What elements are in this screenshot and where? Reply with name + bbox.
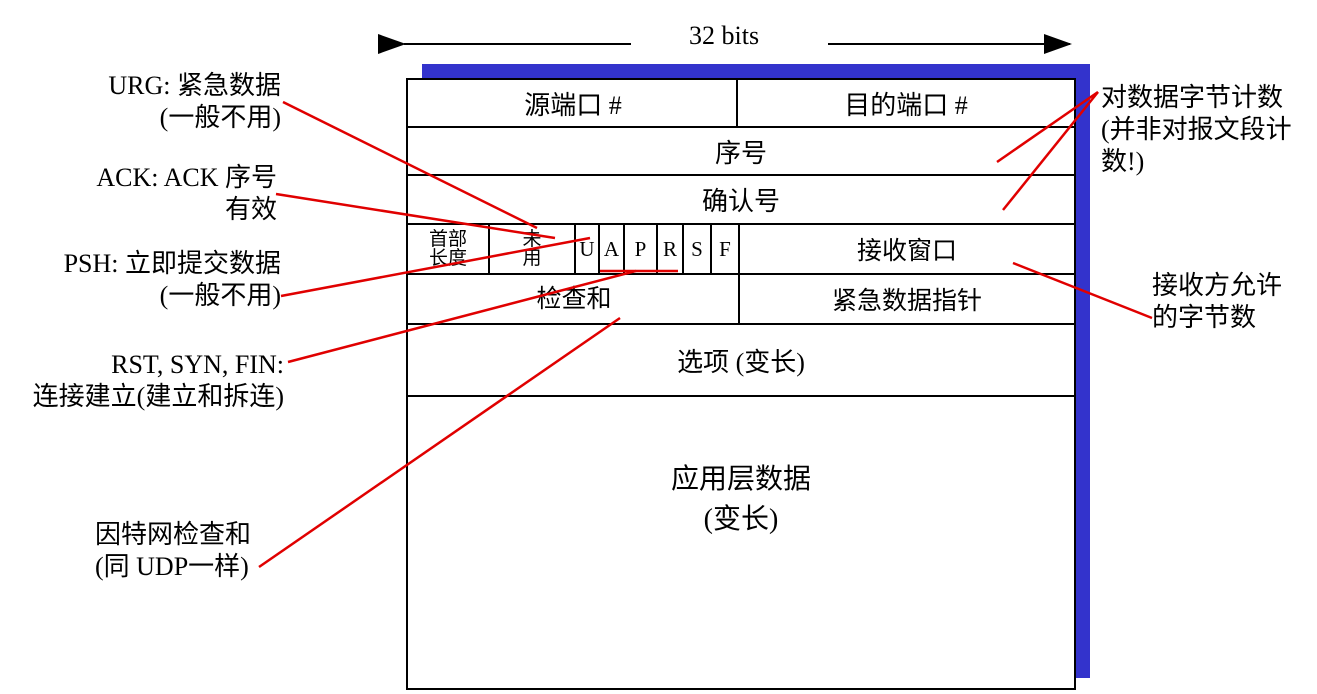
hdr-len-label-1: 首部 bbox=[428, 229, 467, 250]
count-annotation-2: (并非对报文段计 bbox=[1101, 115, 1292, 144]
flag-r-label: R bbox=[662, 236, 677, 261]
flag-a: A bbox=[598, 225, 623, 273]
app-data-field: 应用层数据 (变长) bbox=[408, 460, 1074, 540]
app-data-label-2: (变长) bbox=[703, 504, 779, 535]
ack-num-field: 确认号 bbox=[408, 176, 1074, 223]
rst-annotation-1: RST, SYN, FIN: bbox=[111, 350, 284, 379]
psh-annotation-2: (一般不用) bbox=[159, 281, 281, 310]
flag-f-label: F bbox=[719, 236, 731, 261]
flag-a-label: A bbox=[603, 236, 620, 261]
ack-pointer-line bbox=[275, 192, 556, 240]
count-annotation: 对数据字节计数 (并非对报文段计 数!) bbox=[1101, 82, 1292, 178]
rst-pointer-line-a bbox=[287, 269, 637, 364]
count-pointer-line-2 bbox=[1002, 91, 1099, 211]
rst-annotation: RST, SYN, FIN: 连接建立(建立和拆连) bbox=[33, 349, 284, 413]
flag-p: P bbox=[623, 225, 656, 273]
window-annotation: 接收方允许 的字节数 bbox=[1152, 270, 1282, 334]
flag-s: S bbox=[682, 225, 710, 273]
checksum-annotation-2: (同 UDP一样) bbox=[95, 552, 249, 581]
unused-label-2: 用 bbox=[522, 248, 542, 269]
flag-u: U bbox=[574, 225, 598, 273]
row-checksum: 检查和 紧急数据指针 bbox=[408, 275, 1074, 325]
row-ack: 确认号 bbox=[408, 176, 1074, 225]
checksum-annotation-1: 因特网检查和 bbox=[95, 520, 252, 549]
ack-annotation-2: 有效 bbox=[224, 195, 277, 224]
psh-annotation-1: PSH: 立即提交数据 bbox=[63, 249, 281, 278]
checksum-pointer-line bbox=[258, 316, 621, 569]
urg-annotation: URG: 紧急数据 (一般不用) bbox=[108, 70, 281, 134]
dst-port-label: 目的端口 # bbox=[844, 90, 968, 120]
options-label: 选项 (变长) bbox=[677, 347, 805, 377]
flag-f: F bbox=[710, 225, 738, 273]
recv-window-label: 接收窗口 bbox=[856, 238, 957, 265]
psh-annotation: PSH: 立即提交数据 (一般不用) bbox=[64, 248, 281, 312]
row-ports: 源端口 # 目的端口 # bbox=[408, 80, 1074, 128]
window-pointer-line bbox=[1012, 261, 1153, 320]
ack-annotation-1: ACK: ACK 序号 bbox=[96, 163, 277, 192]
urg-pointer-line bbox=[282, 100, 538, 230]
options-field: 选项 (变长) bbox=[408, 325, 1074, 395]
ack-annotation: ACK: ACK 序号 有效 bbox=[96, 162, 277, 226]
row-options: 选项 (变长) bbox=[408, 325, 1074, 397]
urg-annotation-2: (一般不用) bbox=[159, 103, 281, 132]
count-annotation-3: 数!) bbox=[1101, 147, 1145, 176]
flag-s-label: S bbox=[691, 236, 703, 261]
src-port-label: 源端口 # bbox=[524, 90, 622, 120]
seq-label: 序号 bbox=[714, 138, 767, 168]
src-port-field: 源端口 # bbox=[408, 80, 738, 126]
flag-p-label: P bbox=[634, 236, 647, 261]
count-annotation-1: 对数据字节计数 bbox=[1101, 83, 1284, 112]
count-pointer-line-1 bbox=[996, 90, 1099, 164]
checksum-annotation: 因特网检查和 (同 UDP一样) bbox=[95, 519, 251, 583]
psh-pointer-line bbox=[280, 236, 591, 298]
ack-num-label: 确认号 bbox=[701, 187, 780, 216]
checksum-label: 检查和 bbox=[536, 286, 612, 313]
recv-window-field: 接收窗口 bbox=[738, 225, 1074, 273]
rst-annotation-2: 连接建立(建立和拆连) bbox=[32, 382, 284, 411]
dst-port-field: 目的端口 # bbox=[736, 80, 1074, 126]
tcp-header-diagram: 源端口 # 目的端口 # 序号 确认号 首部 长度 未 用 U A bbox=[406, 78, 1076, 690]
flag-r: R bbox=[656, 225, 682, 273]
window-annotation-1: 接收方允许 bbox=[1152, 271, 1283, 300]
flag-u-label: U bbox=[579, 236, 595, 261]
app-data-label-1: 应用层数据 bbox=[670, 464, 811, 495]
urg-annotation-1: URG: 紧急数据 bbox=[108, 71, 281, 100]
window-annotation-2: 的字节数 bbox=[1152, 303, 1257, 332]
width-label: 32 bits bbox=[689, 21, 760, 50]
urg-ptr-label: 紧急数据指针 bbox=[831, 288, 982, 315]
urg-ptr-field: 紧急数据指针 bbox=[738, 275, 1074, 323]
seq-field: 序号 bbox=[408, 128, 1074, 174]
checksum-field: 检查和 bbox=[408, 275, 740, 323]
row-seq: 序号 bbox=[408, 128, 1074, 176]
header-shadow-right bbox=[1074, 64, 1090, 678]
header-shadow-top bbox=[422, 64, 1090, 80]
